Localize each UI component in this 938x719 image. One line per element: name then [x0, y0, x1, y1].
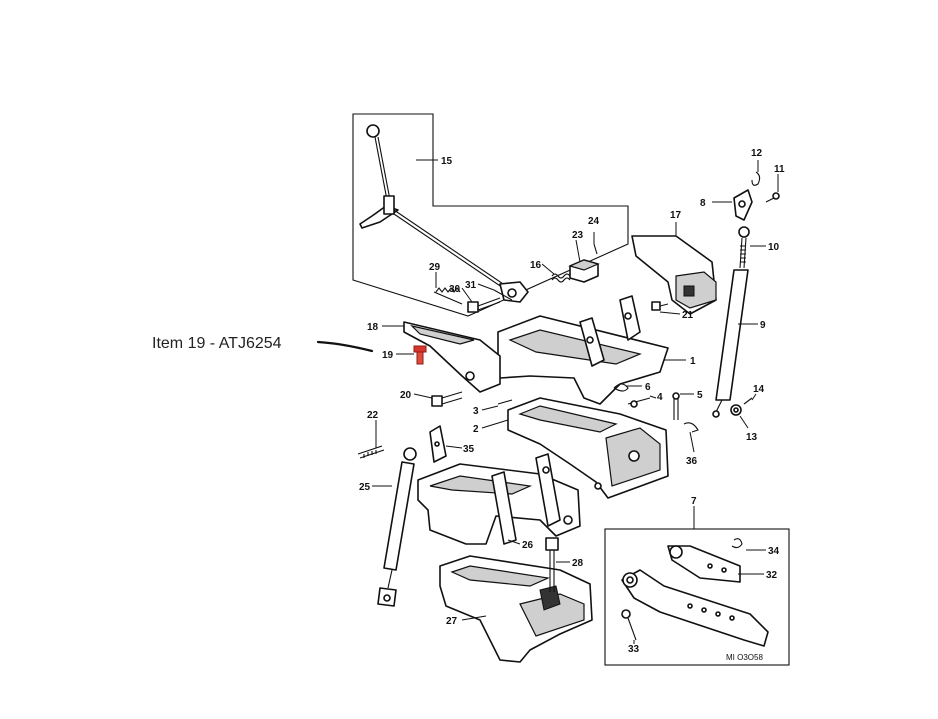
part-clip-36 — [683, 422, 699, 433]
label-part-32: 32 — [766, 570, 778, 581]
part-lift-rod-right — [712, 226, 750, 418]
label-part-1: 1 — [690, 356, 696, 367]
part-clip-34 — [731, 538, 743, 549]
label-part-4: 4 — [657, 392, 663, 403]
part-plate-35 — [429, 425, 447, 463]
part-pin-3 — [497, 399, 513, 405]
part-pin-31 — [493, 289, 513, 301]
label-part-28: 28 — [572, 558, 584, 569]
part-bracket — [631, 235, 717, 315]
label-part-2: 2 — [473, 424, 479, 435]
label-part-24: 24 — [588, 216, 600, 227]
label-part-5: 5 — [697, 390, 703, 401]
label-part-23: 23 — [572, 230, 584, 241]
part-nut-washer — [730, 397, 753, 416]
inset-box-control-lever — [352, 113, 629, 317]
label-part-29: 29 — [429, 262, 441, 273]
part-main-bracket-upper — [497, 295, 669, 405]
part-bolt-20 — [431, 391, 463, 407]
label-part-30: 30 — [449, 284, 461, 295]
part-main-bracket-middle — [507, 397, 669, 499]
part-pin-11 — [765, 192, 780, 203]
part-clip-6 — [613, 383, 629, 392]
inset-box-lower-link — [604, 528, 790, 666]
part-bolt-33 — [621, 609, 637, 641]
label-part-17: 17 — [670, 210, 682, 221]
part-link-extension — [667, 545, 741, 583]
part-base-frame — [439, 555, 593, 663]
part-stud-22 — [357, 445, 385, 459]
part-top-link-arm — [403, 321, 501, 393]
label-part-8: 8 — [700, 198, 706, 209]
annotation-leader-line — [316, 340, 374, 353]
part-spring-rod — [433, 287, 463, 305]
part-clevis — [733, 189, 753, 221]
label-part-27: 27 — [446, 616, 458, 627]
label-part-21: 21 — [682, 310, 694, 321]
label-part-7: 7 — [691, 496, 697, 507]
part-pin — [593, 243, 598, 255]
label-part-25: 25 — [359, 482, 371, 493]
label-part-36: 36 — [686, 456, 698, 467]
label-part-10: 10 — [768, 242, 780, 253]
part-lift-rod-left — [377, 447, 417, 607]
part-lower-bracket — [417, 453, 581, 545]
part-block — [568, 259, 600, 283]
label-part-6: 6 — [645, 382, 651, 393]
label-part-19: 19 — [382, 350, 394, 361]
part-long-pin-5 — [672, 392, 680, 420]
part-bolt-4 — [627, 397, 651, 408]
part-bolt-21 — [651, 301, 669, 311]
label-part-14: 14 — [753, 384, 765, 395]
label-part-9: 9 — [760, 320, 766, 331]
annotation-callout-text: Item 19 - ATJ6254 — [152, 335, 282, 352]
part-control-lever — [359, 124, 529, 303]
label-part-34: 34 — [768, 546, 780, 557]
label-part-26: 26 — [522, 540, 534, 551]
part-spring — [551, 273, 571, 283]
label-part-15: 15 — [441, 156, 453, 167]
part-bolt-19-highlighted — [413, 345, 427, 365]
label-part-3: 3 — [473, 406, 479, 417]
part-bolt-30 — [467, 297, 501, 313]
leader-lines — [372, 159, 779, 644]
drawing-code: MI O3O58 — [726, 653, 763, 662]
part-pin-12 — [751, 171, 761, 186]
label-part-22: 22 — [367, 410, 379, 421]
label-part-13: 13 — [746, 432, 758, 443]
label-part-20: 20 — [400, 390, 412, 401]
label-part-11: 11 — [774, 164, 785, 175]
label-part-31: 31 — [465, 280, 477, 291]
label-part-12: 12 — [751, 148, 763, 159]
part-bolt-28 — [545, 537, 559, 592]
part-lower-link — [621, 569, 769, 647]
label-part-16: 16 — [530, 260, 542, 271]
label-part-33: 33 — [628, 644, 640, 655]
label-part-18: 18 — [367, 322, 379, 333]
label-part-35: 35 — [463, 444, 475, 455]
